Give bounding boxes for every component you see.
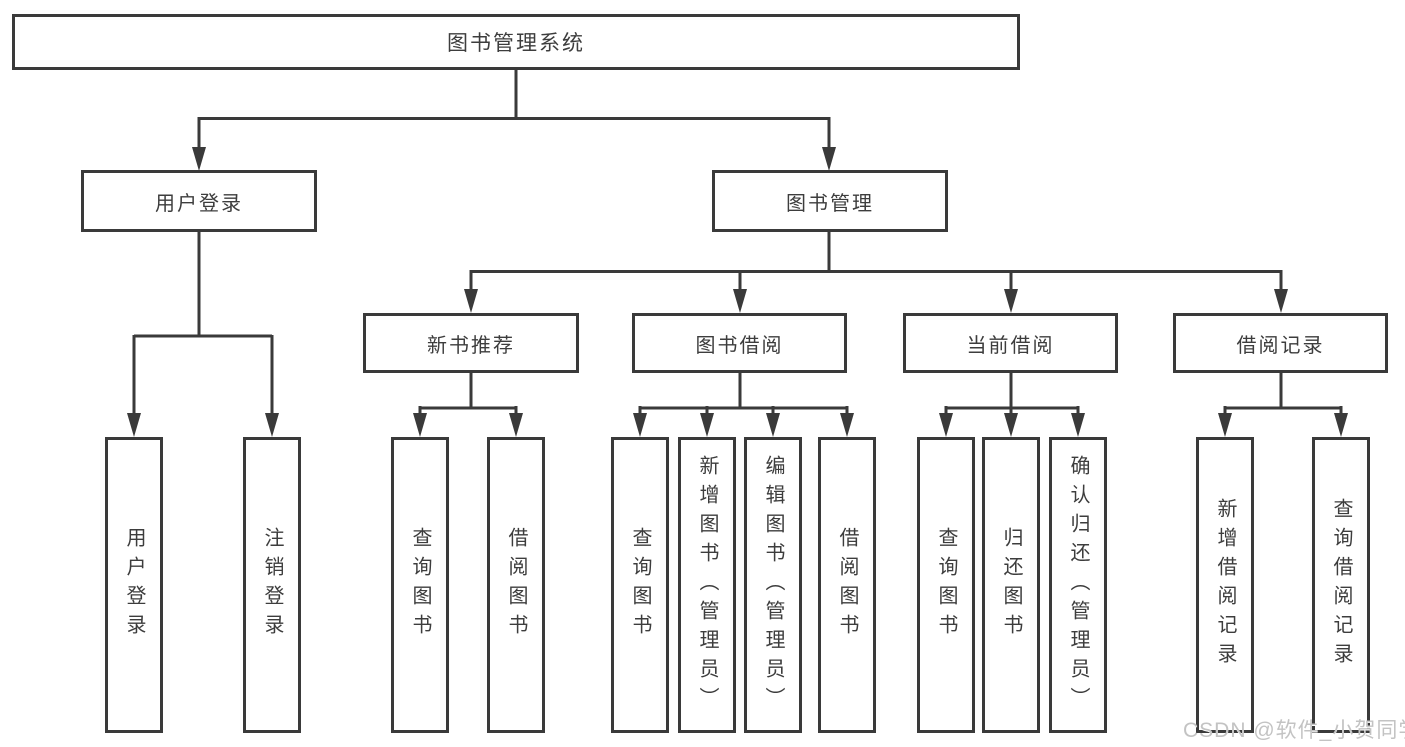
leaf-query-books-current: 查询图书: [917, 437, 975, 733]
node-current-borrow: 当前借阅: [903, 313, 1118, 373]
node-label: 查询图书: [409, 527, 431, 643]
node-label: 新书推荐: [427, 334, 515, 357]
node-label: 当前借阅: [966, 334, 1055, 357]
node-label: 确认归还（管理员）: [1067, 454, 1089, 716]
node-book-management: 图书管理: [712, 170, 948, 232]
node-new-book-recommend: 新书推荐: [363, 313, 579, 373]
node-label: 查询借阅记录: [1330, 498, 1352, 672]
node-label: 图书管理系统: [447, 32, 585, 55]
leaf-borrow-books: 借阅图书: [818, 437, 876, 733]
node-label: 借阅记录: [1236, 334, 1325, 357]
node-label: 借阅图书: [505, 527, 527, 643]
node-label: 新增图书（管理员）: [696, 454, 718, 716]
node-label: 归还图书: [1000, 527, 1022, 643]
leaf-return-book: 归还图书: [982, 437, 1040, 733]
node-borrow-records: 借阅记录: [1173, 313, 1388, 373]
watermark: CSDN @软件_小贺同学: [1183, 719, 1405, 742]
node-label: 借阅图书: [836, 527, 858, 643]
leaf-query-borrow-record: 查询借阅记录: [1312, 437, 1370, 733]
node-library-system: 图书管理系统: [12, 14, 1020, 70]
node-label: 用户登录: [123, 527, 145, 643]
node-label: 查询图书: [935, 527, 957, 643]
arrowheads: [127, 147, 1348, 437]
node-user-login: 用户登录: [81, 170, 317, 232]
node-label: 用户登录: [155, 192, 243, 215]
node-label: 编辑图书（管理员）: [762, 454, 784, 716]
leaf-logout: 注销登录: [243, 437, 301, 733]
node-book-borrow: 图书借阅: [632, 313, 847, 373]
leaf-query-books-borrow: 查询图书: [611, 437, 669, 733]
node-label: 注销登录: [261, 527, 283, 643]
leaf-add-book-admin: 新增图书（管理员）: [678, 437, 736, 733]
leaf-query-books-recommend: 查询图书: [391, 437, 449, 733]
leaf-user-login: 用户登录: [105, 437, 163, 733]
node-label: 图书管理: [786, 192, 874, 215]
leaf-borrow-books-recommend: 借阅图书: [487, 437, 545, 733]
node-label: 查询图书: [629, 527, 651, 643]
leaf-confirm-return-admin: 确认归还（管理员）: [1049, 437, 1107, 733]
node-label: 图书借阅: [695, 334, 784, 357]
leaf-edit-book-admin: 编辑图书（管理员）: [744, 437, 802, 733]
node-label: 新增借阅记录: [1214, 498, 1236, 672]
leaf-add-borrow-record: 新增借阅记录: [1196, 437, 1254, 733]
